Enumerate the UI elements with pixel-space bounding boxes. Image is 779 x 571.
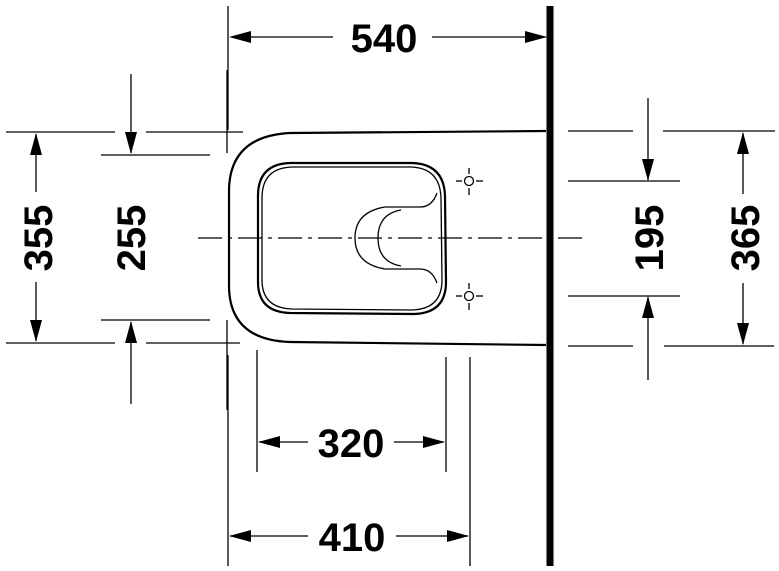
dimension-195: 195	[628, 98, 672, 380]
dimension-255: 255	[110, 74, 154, 404]
bowl-rim	[256, 161, 448, 316]
dimension-label-195: 195	[628, 205, 672, 272]
toilet-body-outline	[227, 129, 547, 347]
dimension-label-255: 255	[110, 205, 154, 272]
dimension-label-365: 365	[724, 205, 768, 272]
dimension-540: 540	[227, 6, 547, 130]
dimension-label-540: 540	[351, 17, 418, 61]
fixing-hole-bottom	[456, 283, 483, 310]
dimension-label-355: 355	[17, 205, 61, 272]
dimension-365: 365	[724, 132, 768, 345]
fixing-hole-top	[456, 168, 483, 195]
dimension-410: 410	[229, 516, 469, 560]
bowl-outlet	[354, 192, 438, 284]
dimension-label-320: 320	[318, 422, 385, 466]
dimension-320: 320	[258, 422, 445, 466]
dimension-label-410: 410	[319, 516, 386, 560]
dimension-355: 355	[17, 133, 61, 342]
